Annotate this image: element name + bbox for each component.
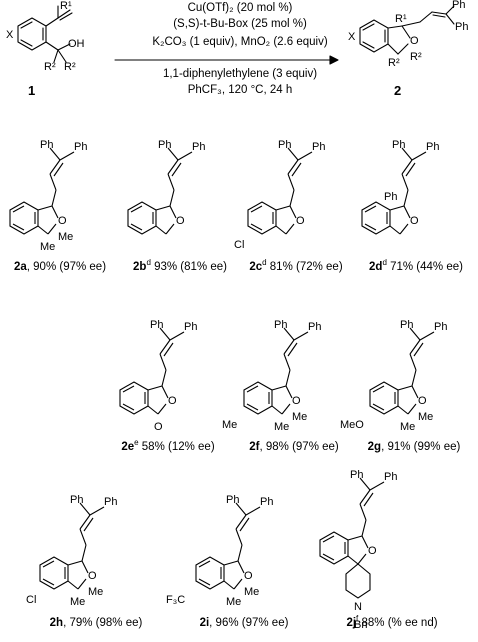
product-label-x: X	[348, 31, 356, 43]
svg-text:O: O	[58, 215, 67, 227]
svg-text:Ph: Ph	[104, 496, 117, 508]
svg-text:O: O	[296, 215, 305, 227]
label-x: X	[6, 29, 14, 41]
svg-text:Me: Me	[244, 586, 259, 598]
product-label-r2a: R²	[388, 57, 400, 69]
product-2j: O N Bn Ph Ph	[319, 469, 397, 631]
svg-text:F₃C: F₃C	[166, 594, 185, 606]
caption-2f: 2f, 98% (97% ee)	[249, 440, 339, 453]
svg-text:Ph: Ph	[158, 139, 171, 151]
svg-text:Ph: Ph	[308, 321, 321, 333]
svg-text:Me: Me	[222, 419, 237, 431]
caption-2d: 2dd 71% (44% ee)	[369, 258, 463, 273]
svg-text:O: O	[154, 421, 163, 433]
svg-text:O: O	[244, 570, 253, 582]
product-label-r1: R¹	[395, 13, 407, 25]
label-r1: R¹	[60, 0, 72, 12]
svg-text:Ph: Ph	[312, 141, 325, 153]
svg-text:Me: Me	[226, 596, 241, 608]
reactant-label: 1	[28, 83, 35, 98]
svg-text:Me: Me	[40, 241, 55, 253]
product-label-r2b: R²	[410, 51, 422, 63]
svg-text:Ph: Ph	[74, 141, 87, 153]
svg-text:O: O	[88, 570, 97, 582]
svg-text:Ph: Ph	[400, 319, 413, 331]
condition-solvent-temp: PhCF₃, 120 °C, 24 h	[187, 84, 293, 96]
svg-text:Ph: Ph	[226, 494, 239, 506]
svg-text:Bn: Bn	[354, 619, 367, 631]
product-2b: O Ph Ph	[127, 139, 205, 235]
svg-text:Ph: Ph	[274, 319, 287, 331]
svg-text:Ph: Ph	[278, 139, 291, 151]
svg-text:Ph: Ph	[392, 139, 405, 151]
svg-text:Ph: Ph	[70, 494, 83, 506]
product-2c: O Cl Ph Ph	[234, 139, 325, 251]
svg-text:Me: Me	[70, 596, 85, 608]
caption-2c: 2cd 81% (72% ee)	[249, 258, 343, 273]
svg-text:Me: Me	[418, 411, 433, 423]
condition-base-oxidant: K₂CO₃ (1 equiv), MnO₂ (2.6 equiv)	[152, 36, 328, 48]
condition-alkene: 1,1-diphenylethylene (3 equiv)	[162, 68, 318, 80]
caption-2e: 2ee 58% (12% ee)	[121, 438, 215, 453]
svg-text:Ph: Ph	[384, 191, 397, 203]
label-oh: OH	[68, 38, 85, 50]
svg-text:Ph: Ph	[426, 141, 439, 153]
svg-text:O: O	[368, 545, 377, 557]
svg-text:O: O	[292, 395, 301, 407]
product-label-ph1: Ph	[452, 0, 465, 11]
label-r2a: R²	[44, 61, 56, 73]
reactant-structure	[17, 5, 73, 63]
svg-text:O: O	[168, 395, 177, 407]
caption-2a: 2a, 90% (97% ee)	[13, 260, 107, 273]
svg-text:O: O	[410, 215, 419, 227]
svg-text:O: O	[176, 215, 185, 227]
svg-text:Me: Me	[400, 421, 415, 433]
svg-text:Ph: Ph	[260, 496, 273, 508]
product-structure	[359, 5, 455, 55]
product-2e: O O Ph Ph	[119, 319, 197, 433]
svg-text:Ph: Ph	[434, 321, 447, 333]
product-label-ph2: Ph	[455, 21, 468, 33]
svg-text:Cl: Cl	[26, 594, 36, 606]
svg-text:Cl: Cl	[234, 239, 244, 251]
svg-text:Ph: Ph	[192, 141, 205, 153]
svg-text:Me: Me	[274, 421, 289, 433]
svg-text:Ph: Ph	[384, 471, 397, 483]
caption-2h: 2h, 79% (98% ee)	[49, 616, 143, 629]
svg-text:N: N	[354, 601, 362, 613]
product-label-o: O	[410, 35, 419, 47]
caption-2b: 2bd 93% (81% ee)	[133, 258, 227, 273]
condition-catalyst: Cu(OTf)₂ (20 mol %)	[187, 2, 293, 14]
svg-text:Ph: Ph	[150, 319, 163, 331]
condition-ligand: (S,S)-t-Bu-Box (25 mol %)	[173, 18, 307, 30]
svg-text:Me: Me	[88, 586, 103, 598]
svg-text:Ph: Ph	[184, 321, 197, 333]
svg-text:Ph: Ph	[40, 139, 53, 151]
label-r2b: R²	[64, 61, 76, 73]
svg-text:MeO: MeO	[340, 419, 364, 431]
caption-2j: 2jf 88% (% ee nd)	[346, 614, 438, 629]
svg-text:Me: Me	[292, 411, 307, 423]
svg-text:Me: Me	[58, 231, 73, 243]
caption-2i: 2i, 96% (97% ee)	[199, 616, 289, 629]
svg-text:O: O	[418, 395, 427, 407]
caption-2g: 2g, 91% (99% ee)	[367, 440, 461, 453]
svg-text:Ph: Ph	[350, 469, 363, 481]
product-label: 2	[394, 83, 401, 98]
